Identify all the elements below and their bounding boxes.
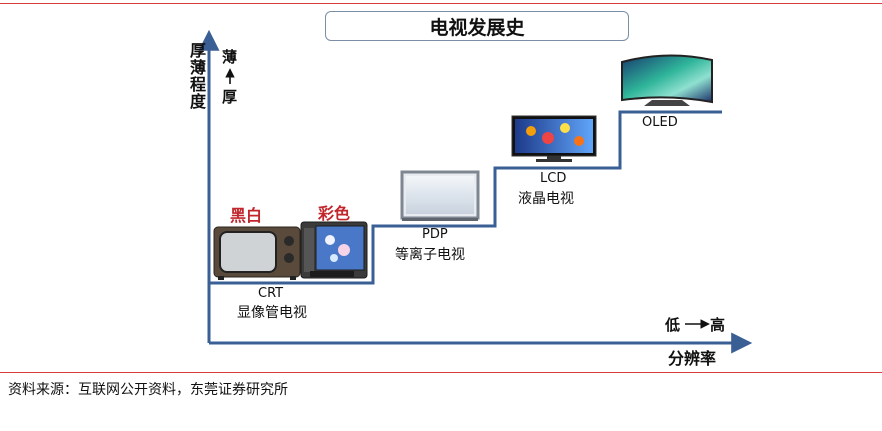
- oled-name: OLED: [642, 115, 678, 130]
- source-note: 资料来源：互联网公开资料，东莞证券研究所: [8, 382, 288, 398]
- evolution-staircase: [209, 110, 722, 285]
- pdp-name: PDP: [422, 227, 448, 242]
- pdp-tv-icon: [400, 170, 480, 221]
- crt-color-label: 彩色: [318, 204, 351, 223]
- x-direction-right: 高: [710, 316, 726, 334]
- lcd-subtitle: 液晶电视: [518, 191, 574, 207]
- y-direction-top: 薄: [222, 48, 238, 66]
- bottom-rule: [0, 372, 882, 373]
- color-crt-tv-icon: [300, 221, 368, 279]
- lcd-name: LCD: [540, 171, 567, 186]
- x-direction-left: 低: [665, 316, 681, 334]
- y-direction-bottom: 厚: [222, 88, 238, 106]
- crt-subtitle: 显像管电视: [237, 305, 307, 321]
- diagram-title: 电视发展史: [325, 11, 629, 41]
- x-axis-label: 分辨率: [668, 349, 717, 368]
- crt-name: CRT: [258, 286, 284, 301]
- bw-crt-tv-icon: [213, 226, 301, 280]
- top-rule: [0, 3, 882, 4]
- pdp-subtitle: 等离子电视: [395, 247, 465, 263]
- y-axis-label: 厚薄程度: [187, 42, 206, 110]
- oled-tv-icon: [621, 54, 713, 106]
- crt-bw-label: 黑白: [230, 206, 263, 225]
- lcd-tv-icon: [511, 115, 597, 162]
